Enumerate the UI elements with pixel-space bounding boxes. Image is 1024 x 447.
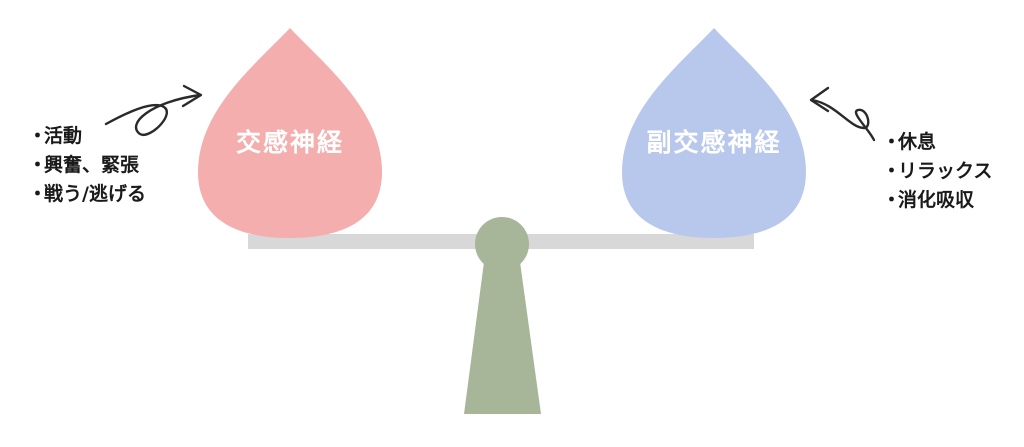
list-item-text: 興奮、緊張 [44,154,140,176]
bullet: ・ [28,125,48,147]
sympathetic-label: 交感神経 [235,128,345,157]
list-item: ・戦う/逃げる [28,180,146,209]
list-item: ・休息 [882,128,992,157]
parasympathetic-label: 副交感神経 [646,128,782,157]
bullet: ・ [28,183,48,205]
bullet: ・ [882,189,902,211]
list-item: ・興奮、緊張 [28,151,146,180]
list-item: ・活動 [28,122,146,151]
bullet: ・ [882,160,902,182]
bullet: ・ [28,154,48,176]
list-item-text: 活動 [44,125,83,147]
seesaw-fulcrum-ball [475,217,529,271]
seesaw-fulcrum-stand [464,262,541,414]
arrow-to-parasympathetic [809,86,876,142]
list-item-text: 休息 [898,131,937,153]
list-item-text: 戦う/逃げる [44,183,146,205]
list-item: ・リラックス [882,157,992,186]
parasympathetic-drop [622,28,806,238]
list-item-text: 消化吸収 [898,189,975,211]
list-item-text: リラックス [898,160,993,182]
list-item: ・消化吸収 [882,186,992,215]
sympathetic-traits-list: ・活動 ・興奮、緊張 ・戦う/逃げる [28,122,146,209]
arrow-to-sympathetic [104,84,203,136]
sympathetic-drop [198,28,382,238]
parasympathetic-traits-list: ・休息 ・リラックス ・消化吸収 [882,128,992,215]
bullet: ・ [882,131,902,153]
